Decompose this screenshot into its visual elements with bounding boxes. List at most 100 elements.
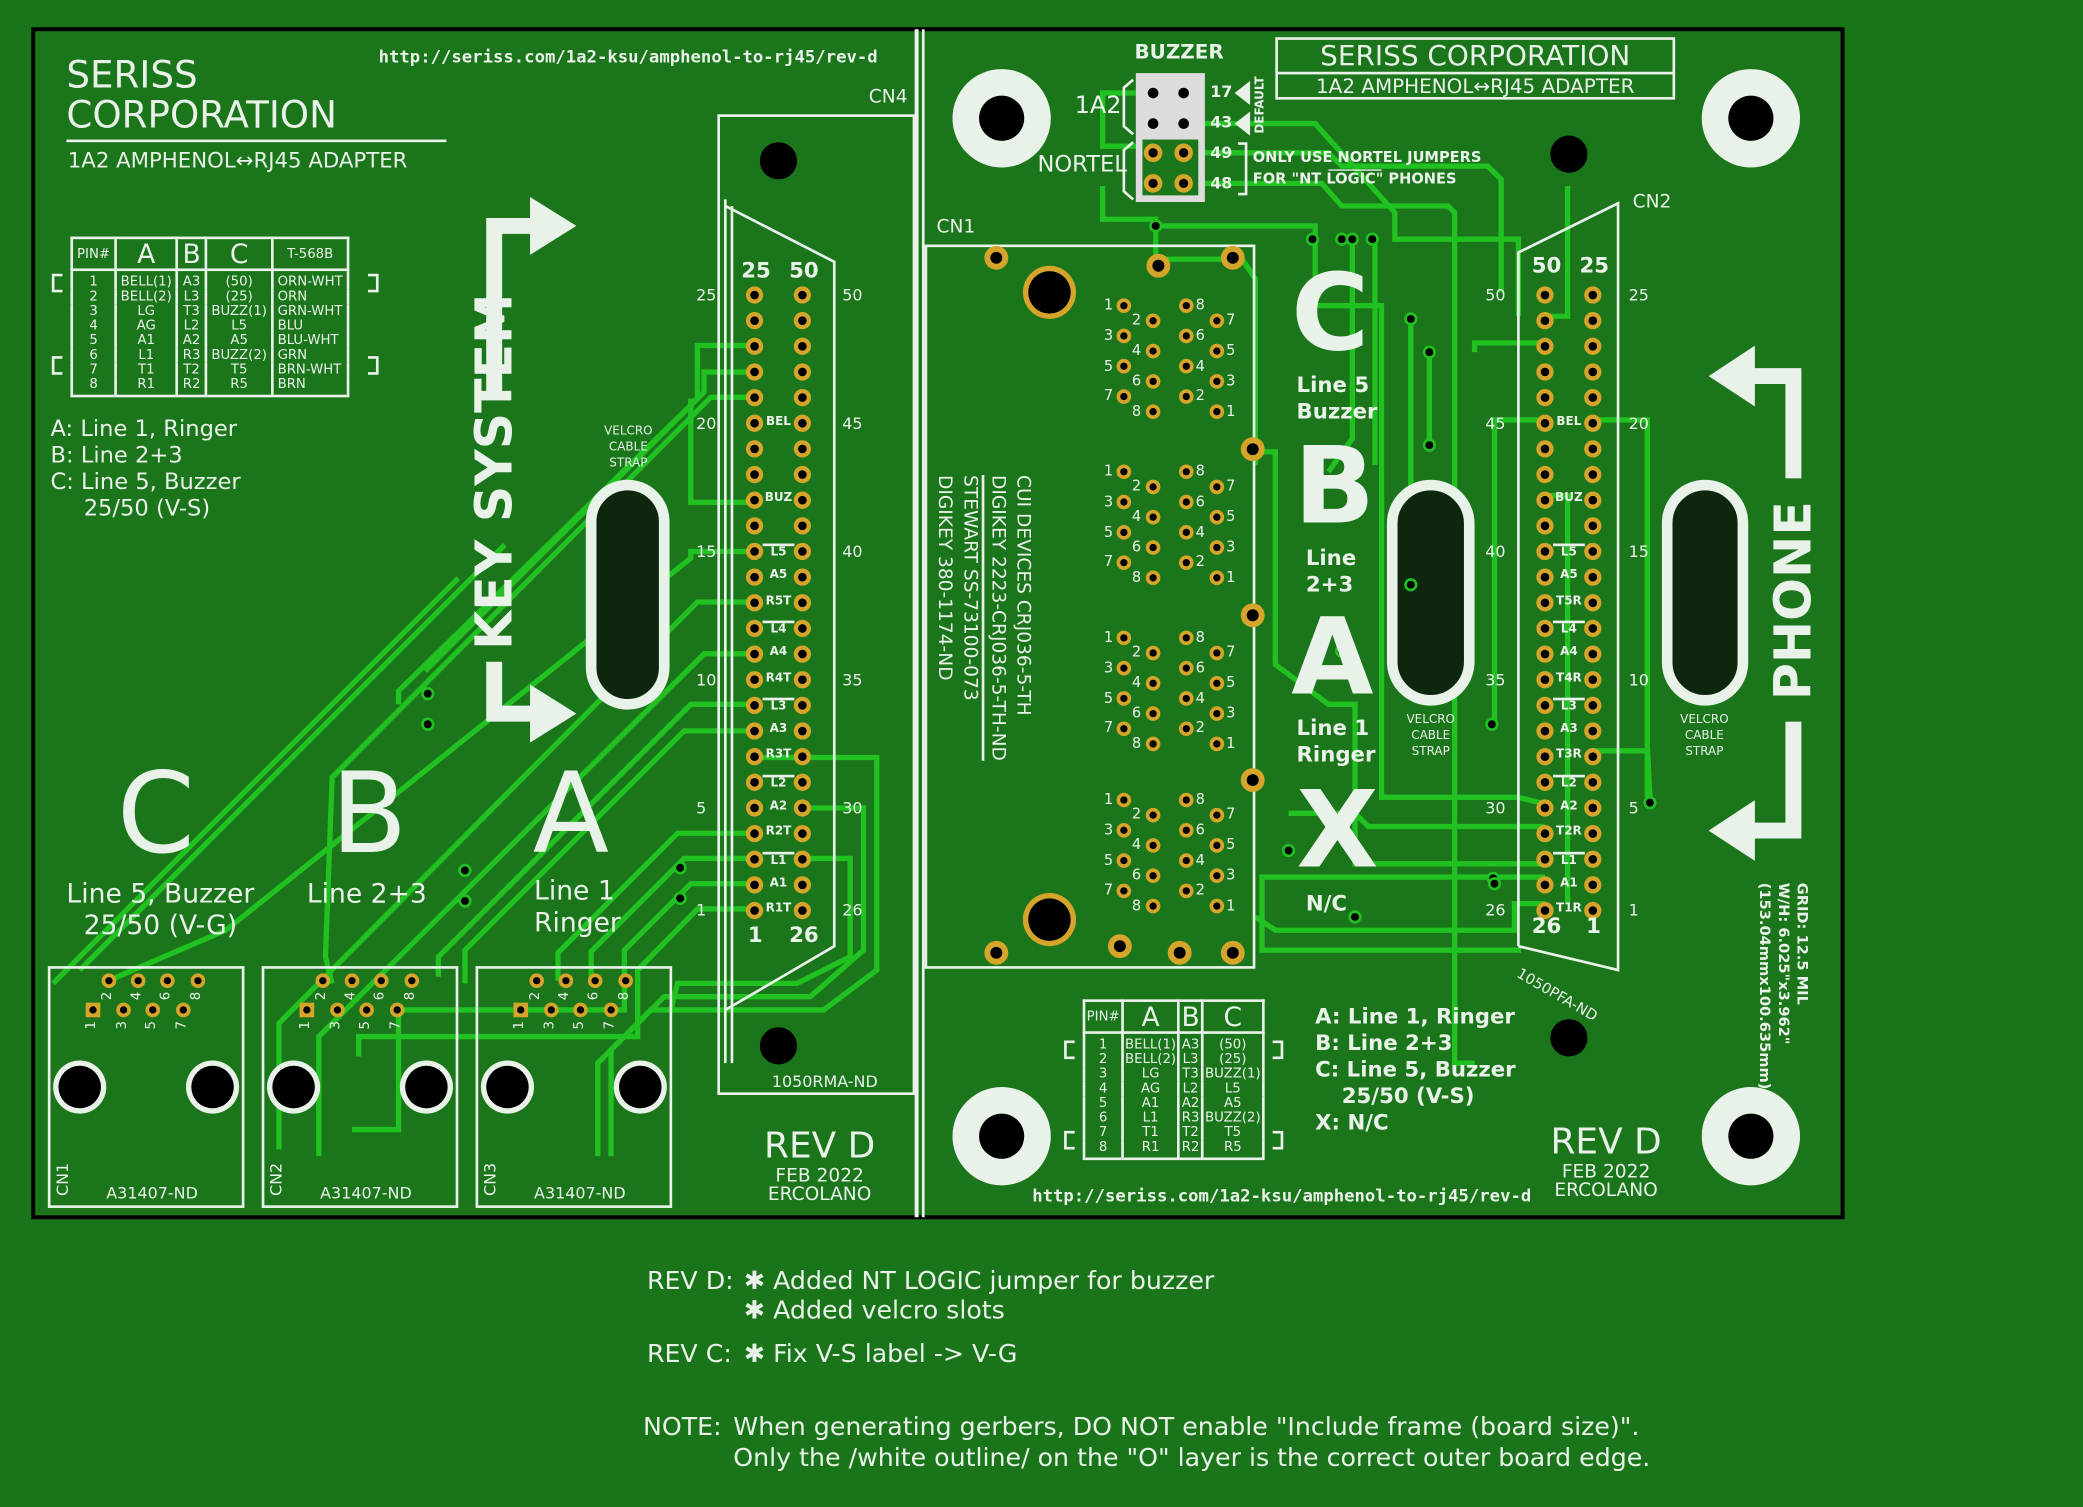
line-letter-a: A (532, 748, 610, 879)
cn2-pin-label: T2R (1556, 825, 1582, 839)
rj11-pin (1209, 898, 1225, 914)
line-legend-right: A: Line 1, Ringer B: Line 2+3 C: Line 5,… (1315, 1003, 1516, 1136)
rj45-pin-number: 7 (602, 1021, 618, 1030)
rj45-pin-number: 6 (586, 991, 602, 1001)
mounting-hole (1701, 69, 1801, 168)
cn4-pin (793, 850, 812, 868)
rj11-pin-number: 6 (1195, 492, 1205, 511)
velcro-label-right: VELCRO CABLE STRAP (1671, 712, 1737, 760)
cn4-pin (745, 748, 764, 766)
right-a-desc: Line 1 Ringer (1297, 715, 1376, 768)
rj11-pin-number: 3 (1103, 658, 1114, 677)
copper-trace (1253, 900, 1545, 933)
rj11-pin-number: 5 (1103, 689, 1114, 707)
cn4-pin-label: R1T (765, 902, 792, 916)
cn2-pin-label: L2 (1552, 774, 1585, 790)
arrow-left-top (1740, 368, 1802, 479)
nortel-note: ONLY USE NORTEL JUMPERS FOR "NT LOGIC" P… (1253, 148, 1482, 191)
rj11-pin-number: 2 (1195, 387, 1205, 405)
default-arrow (1234, 81, 1251, 106)
cn4-pin-number: 50 (842, 285, 863, 305)
line-desc: Line 1 (534, 874, 615, 907)
rj11-pin (1145, 570, 1161, 586)
table-header: PIN# (1082, 999, 1124, 1034)
cn2-pin (1584, 312, 1602, 330)
cn1-ground-pad (1220, 940, 1245, 965)
table-cell: R3 (175, 348, 208, 363)
via (1404, 578, 1418, 592)
table-cell: 7 (1082, 1125, 1124, 1141)
cn2-pin (1584, 773, 1602, 791)
table-cell: 2 (70, 289, 117, 305)
rj11-pin (1116, 853, 1132, 868)
rj11-pin (1145, 645, 1161, 661)
rj11-pin (1178, 630, 1194, 646)
jack-ref: CN1 (53, 1162, 72, 1197)
rj45-pin (587, 973, 603, 989)
cn2-pin (1584, 491, 1602, 509)
table-cell: A1 (1121, 1096, 1181, 1111)
line-letter-b: B (330, 748, 408, 879)
cn4-footer: 1 (747, 922, 763, 948)
table-cell: R3 (1177, 1110, 1204, 1126)
rj45-mount-hole (399, 1060, 453, 1114)
cn4-footer: 26 (789, 922, 819, 948)
table-cell: 6 (70, 348, 117, 363)
velcro-text: VELCRO (604, 425, 653, 439)
cn2-pin (1536, 517, 1554, 535)
rj11-pin (1116, 883, 1132, 899)
copper-trace (1326, 239, 1356, 474)
cn2-pin (1584, 696, 1602, 715)
table-cell: L2 (175, 318, 208, 334)
cn4-pin (745, 337, 764, 355)
cn2-pin (1584, 542, 1602, 561)
board-subtitle: 1A2 AMPHENOL↔RJ45 ADAPTER (67, 147, 408, 173)
table-cell: BLU-WHT (270, 333, 350, 349)
table-cell: L5 (1201, 1081, 1265, 1097)
rj11-pin (1209, 676, 1225, 691)
default-arrow (1234, 111, 1251, 136)
table-cell: 8 (70, 377, 117, 397)
rj11-pin-number: 7 (1103, 719, 1114, 737)
rj11-pin-number: 8 (1195, 462, 1205, 480)
rj11-pin-number: 1 (1103, 462, 1114, 480)
rj11-pin (1209, 313, 1225, 329)
legend-c: C: Line 5, Buzzer (50, 469, 241, 496)
rj11-pin (1116, 822, 1132, 838)
rj11-pin-number: 5 (1103, 356, 1114, 375)
cn4-pin-label: R4T (765, 671, 792, 686)
cn4-pin (745, 440, 764, 458)
cn2-pin (1536, 748, 1554, 766)
table-cell: BELL(2) (114, 289, 179, 305)
rj45-pin (299, 1002, 315, 1018)
copper-trace (316, 651, 755, 1157)
copper-trace (1544, 493, 1571, 904)
board-url-bottom: http://seriss.com/1a2-ksu/amphenol-to-rj… (1032, 1186, 1532, 1207)
cn2-pin (1536, 337, 1554, 355)
rev-label: REV D (1550, 1121, 1662, 1163)
rj11-pin (1178, 721, 1194, 737)
cn2-pin (1584, 594, 1602, 612)
rj11-pin-number: 1 (1226, 896, 1236, 915)
rev-d-item: ✱ Added velcro slots (743, 1295, 1005, 1325)
cn1-ground-pad (1146, 253, 1171, 278)
table-cell: 4 (1082, 1081, 1124, 1097)
cn4-pin-number: 35 (842, 670, 863, 690)
rj45-pin-number: 1 (298, 1021, 314, 1030)
cn2-pin-number: 1 (1628, 901, 1639, 920)
cn4-pin (793, 645, 812, 663)
cn1-mount-hole (1022, 265, 1077, 319)
cn4-pin (745, 696, 764, 715)
cn1-ground-pad (1240, 603, 1265, 628)
jack-part: A31407-ND (106, 1184, 198, 1203)
rj11-pin-number: 7 (1226, 477, 1236, 495)
cn1-ref: CN1 (936, 216, 976, 238)
table-header: B (175, 236, 208, 272)
cn4-pin-number: 15 (696, 542, 717, 561)
cn2-pin-label: T1R (1556, 902, 1582, 916)
cn2-pin (1584, 748, 1602, 766)
phone-label: PHONE (1764, 501, 1823, 701)
rj11-pin-number: 3 (1103, 492, 1114, 511)
